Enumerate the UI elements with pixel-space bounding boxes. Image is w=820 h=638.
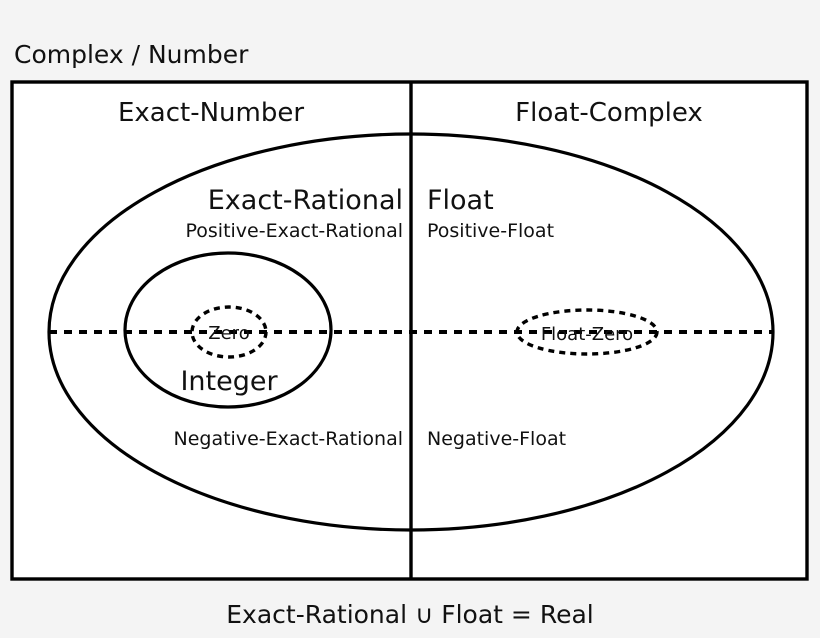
label-positive-float: Positive-Float (427, 220, 554, 242)
zero-ellipse (190, 305, 268, 359)
label-negative-float: Negative-Float (427, 428, 566, 450)
label-negative-exact-rational: Negative-Exact-Rational (173, 428, 403, 450)
diagram-title: Complex / Number (14, 40, 249, 69)
float-zero-ellipse (515, 308, 659, 356)
label-float: Float (427, 185, 494, 216)
diagram-caption: Exact-Rational ∪ Float = Real (226, 600, 593, 629)
header-float-complex: Float-Complex (515, 98, 703, 128)
label-zero: Zero (208, 323, 249, 344)
header-exact-number: Exact-Number (118, 98, 304, 128)
label-float-zero: Float-Zero (541, 324, 633, 345)
label-integer: Integer (180, 366, 278, 397)
label-exact-rational: Exact-Rational (208, 185, 403, 216)
label-positive-exact-rational: Positive-Exact-Rational (186, 220, 404, 242)
